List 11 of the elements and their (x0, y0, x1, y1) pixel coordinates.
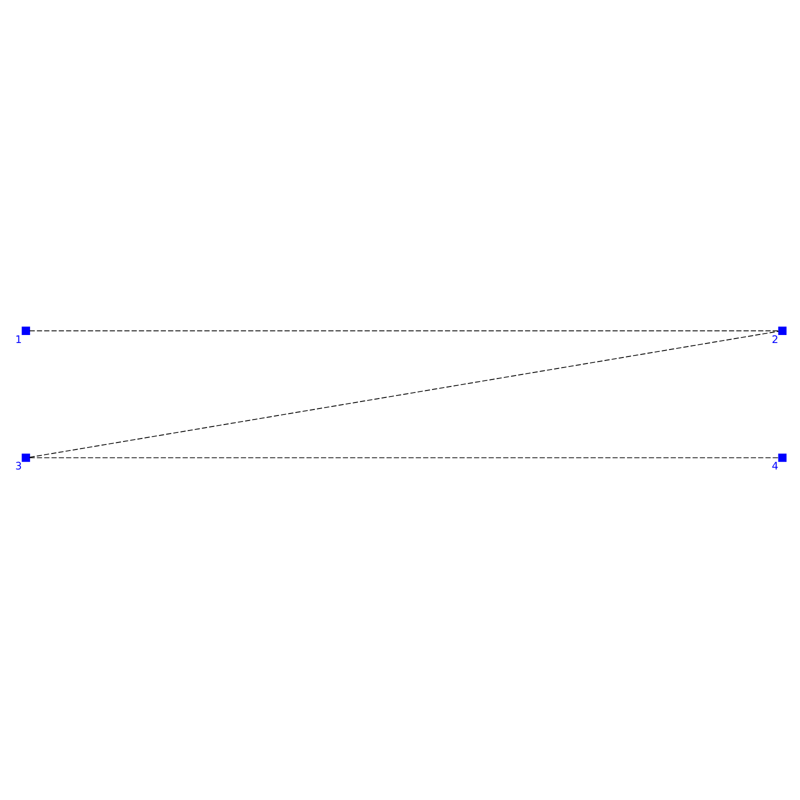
node-label: 4 (771, 460, 778, 473)
connector (28, 330, 778, 332)
node-label: 1 (14, 334, 22, 346)
node-label: 2 (771, 334, 778, 346)
connector (28, 457, 778, 458)
node-box (21, 326, 30, 335)
connector (28, 330, 778, 458)
node-box (778, 454, 786, 462)
node-box (778, 326, 786, 335)
node-label: 3 (14, 460, 22, 473)
node-box (21, 454, 30, 462)
